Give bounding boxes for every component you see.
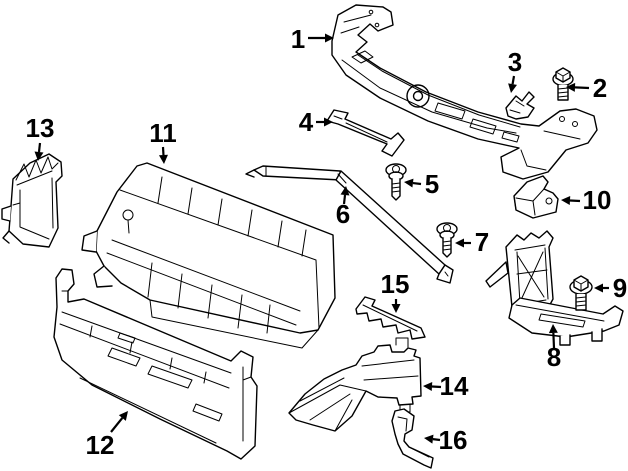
part-drawing-screw-5 — [385, 163, 407, 201]
callout-number[interactable]: 15 — [381, 269, 410, 299]
callout-6-diagonal-brace[interactable]: 6 — [336, 186, 350, 229]
part-drawing-hex-bolt-2 — [552, 67, 574, 101]
callout-arrowhead-icon — [325, 33, 334, 43]
part-drawing-air-intake-duct — [288, 337, 422, 432]
part-drawing-support-bracket — [326, 109, 405, 157]
callout-number[interactable]: 11 — [149, 118, 177, 148]
callout-arrowhead-icon — [423, 382, 433, 391]
callout-12-lower-support-panel[interactable]: 12 — [86, 411, 128, 460]
callout-5-screw[interactable]: 5 — [404, 169, 439, 199]
callout-2-hex-bolt[interactable]: 2 — [566, 73, 607, 103]
callout-number[interactable]: 2 — [593, 73, 607, 103]
callout-number[interactable]: 1 — [291, 24, 305, 54]
callout-leader-line — [110, 417, 124, 433]
callout-leader-line — [432, 438, 441, 442]
callout-number[interactable]: 8 — [547, 342, 561, 372]
part-drawing-upper-tie-bar — [331, 4, 598, 180]
callout-arrowhead-icon — [561, 195, 571, 205]
part-drawing-diagonal-brace — [245, 165, 454, 284]
callout-13-side-box-bracket[interactable]: 13 — [26, 113, 55, 161]
callout-arrowhead-icon — [340, 186, 350, 196]
part-drawing-hex-bolt-9 — [569, 275, 593, 311]
callout-leader-line — [431, 385, 442, 389]
callout-arrowhead-icon — [404, 178, 414, 188]
callout-number[interactable]: 10 — [583, 185, 612, 215]
callout-11-air-duct-housing[interactable]: 11 — [149, 118, 177, 164]
callout-1-upper-tie-bar[interactable]: 1 — [291, 24, 334, 54]
part-drawing-side-box-bracket — [1, 153, 63, 248]
callout-arrowhead-icon — [548, 324, 558, 334]
callout-number[interactable]: 7 — [475, 227, 489, 257]
callout-number[interactable]: 9 — [613, 273, 627, 303]
callout-number[interactable]: 13 — [26, 113, 55, 143]
callout-arrowhead-icon — [324, 117, 333, 127]
callout-arrowhead-icon — [391, 304, 401, 313]
callout-arrowhead-icon — [594, 283, 603, 293]
callout-number[interactable]: 12 — [86, 430, 115, 460]
part-drawing-mount-bracket — [485, 230, 624, 346]
callout-arrowhead-icon — [158, 154, 168, 164]
callout-arrowhead-icon — [508, 83, 517, 93]
callout-number[interactable]: 3 — [508, 47, 522, 77]
callout-number[interactable]: 16 — [439, 425, 468, 455]
callout-leader-line — [569, 199, 581, 203]
callout-number[interactable]: 14 — [440, 371, 469, 401]
part-drawing-lower-support-panel — [53, 268, 258, 460]
part-drawing-air-duct-housing — [81, 162, 336, 349]
callout-3-small-bracket[interactable]: 3 — [508, 47, 522, 93]
callout-number[interactable]: 6 — [336, 199, 350, 229]
callout-arrowhead-icon — [118, 411, 128, 421]
callout-number[interactable]: 5 — [425, 169, 439, 199]
callout-leader-line — [511, 75, 516, 85]
callout-7-screw[interactable]: 7 — [455, 227, 489, 257]
callout-14-air-intake-duct[interactable]: 14 — [423, 371, 469, 401]
part-drawing-z-bracket — [391, 408, 434, 469]
callout-10-clip-bracket[interactable]: 10 — [561, 185, 611, 215]
callout-arrowhead-icon — [566, 82, 576, 92]
callout-4-support-bracket[interactable]: 4 — [299, 107, 333, 137]
part-drawing-clip-bracket — [513, 175, 559, 219]
callout-number[interactable]: 4 — [299, 107, 314, 137]
callout-9-hex-bolt[interactable]: 9 — [594, 273, 627, 303]
callout-leader-line — [342, 194, 347, 205]
callout-8-mount-bracket[interactable]: 8 — [547, 324, 561, 372]
callout-arrowhead-icon — [455, 238, 464, 248]
callout-leader-line — [552, 332, 556, 349]
part-drawing-screw-7 — [436, 222, 458, 258]
callout-15-notched-rail-bracket[interactable]: 15 — [381, 269, 410, 313]
callout-arrowhead-icon — [424, 434, 434, 444]
callout-16-z-bracket[interactable]: 16 — [424, 425, 467, 455]
callout-leader-line — [574, 86, 590, 90]
part-drawing-notched-rail-bracket — [355, 296, 426, 340]
callout-arrowhead-icon — [34, 151, 44, 161]
callout-leader-line — [37, 142, 42, 153]
part-drawing-small-bracket — [505, 91, 535, 120]
callout-leader-line — [412, 181, 422, 186]
